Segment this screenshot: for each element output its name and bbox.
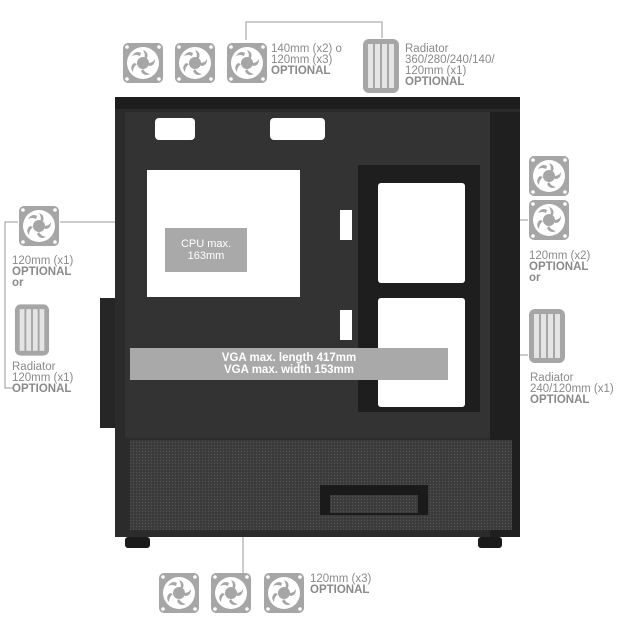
optional-tag: OPTIONAL [405,76,465,88]
label-line: 120mm (x1) [405,65,467,77]
fan-icon [159,573,199,613]
label-line: Radiator [405,43,449,55]
fan-icon [227,43,267,83]
optional-tag: OPTIONAL [12,383,72,395]
fan-icon [175,43,215,83]
fan-icon [123,43,163,83]
fan-icon [211,573,251,613]
label-line: 120mm (x2) [529,250,591,262]
vga-width: VGA max. width 153mm [224,364,354,376]
optional-tag: OPTIONAL [12,266,72,278]
right-radiator-label: Radiator 240/120mm (x1) OPTIONAL [530,372,614,406]
vga-length: VGA max. length 417mm [221,352,357,364]
fan-icon [529,200,569,240]
top-fan-label: 140mm (x2) o 120mm (x3) OPTIONAL [271,43,342,77]
top-radiator-label: Radiator 360/280/240/140/ 120mm (x1) OPT… [405,43,495,88]
label-line: 120mm (x3) [271,54,333,66]
label-line: 120mm (x3) [310,573,372,585]
label-line: 120mm (x1) [12,372,74,384]
label-line: Radiator [530,372,574,384]
label-line: 240/120mm (x1) [530,383,614,395]
optional-tag: OPTIONAL [310,584,370,596]
cpu-line: CPU max. [180,238,232,250]
fan-icon [19,206,59,246]
left-fan-label: 120mm (x1) OPTIONAL or [12,255,74,289]
optional-tag: OPTIONAL [529,261,589,273]
label-line: 140mm (x2) o [271,43,342,55]
cpu-value: 163mm [187,250,225,262]
right-fan-label: 120mm (x2) OPTIONAL or [529,250,591,284]
bottom-fan-label: 120mm (x3) OPTIONAL [310,573,372,596]
fan-icon [529,156,569,196]
radiator-icon [529,309,565,363]
radiator-icon [14,304,50,356]
or-text: or [529,272,541,284]
label-line: Radiator [12,361,56,373]
optional-tag: OPTIONAL [271,65,331,77]
pc-case [100,97,520,548]
label-line: 360/280/240/140/ [405,54,495,66]
cpu-clearance-label: CPU max. 163mm [165,228,247,272]
fan-icon [264,573,304,613]
left-radiator-label: Radiator 120mm (x1) OPTIONAL [12,361,74,395]
vga-clearance-label: VGA max. length 417mm VGA max. width 153… [130,348,448,380]
radiator-icon [363,39,399,93]
optional-tag: OPTIONAL [530,394,590,406]
or-text: or [12,277,24,289]
label-line: 120mm (x1) [12,255,74,267]
